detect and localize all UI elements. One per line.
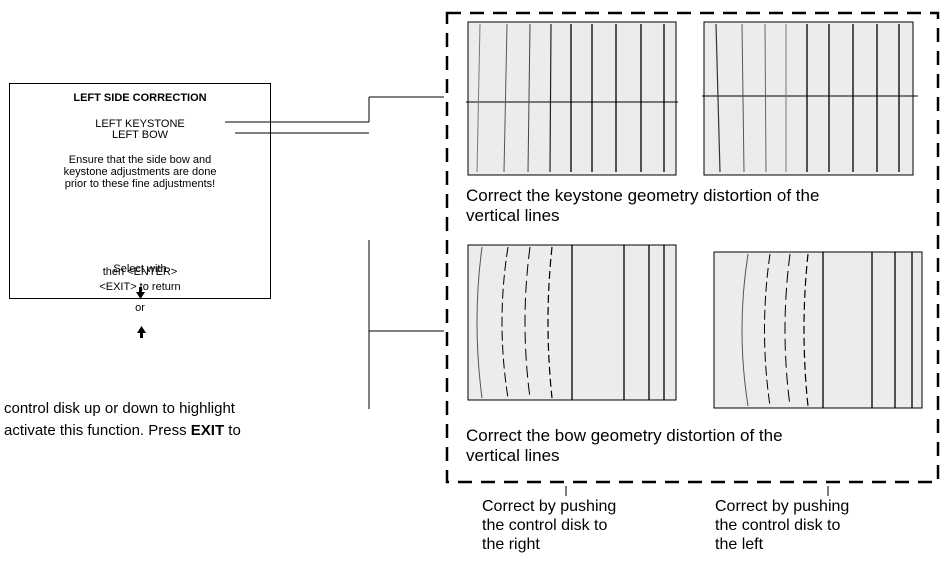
keystone-caption: Correct the keystone geometry distortion… <box>466 186 820 225</box>
menu-enter-line: then <ENTER> <box>102 266 178 278</box>
instruction-line-1: control disk up or down to highlight <box>4 400 235 417</box>
keystone-panel-2 <box>702 21 918 176</box>
instruction-text: control disk up or down to highlight act… <box>4 398 241 442</box>
bow-panel-1 <box>467 244 677 401</box>
select-or: or <box>135 302 145 314</box>
select-prefix: Select with <box>113 263 167 275</box>
down-arrow-icon <box>135 275 145 302</box>
instruction-line-2: activate this function. Press EXIT to <box>4 420 241 442</box>
menu-box: LEFT SIDE CORRECTION LEFT KEYSTONE LEFT … <box>9 83 271 338</box>
menu-exit-line: <EXIT> to return <box>99 281 181 293</box>
menu-item-left-keystone[interactable]: LEFT KEYSTONE <box>95 118 185 130</box>
menu-warning: Ensure that the side bow and keystone ad… <box>63 154 217 190</box>
note-push-left: Correct by pushing the control disk to t… <box>715 498 850 553</box>
menu-item-left-bow[interactable]: LEFT BOW <box>111 129 169 141</box>
bow-panel-2 <box>713 251 923 409</box>
note-push-right: Correct by pushing the control disk to t… <box>482 498 617 553</box>
bow-caption: Correct the bow geometry distortion of t… <box>466 426 783 465</box>
dashed-frame <box>445 11 940 484</box>
keystone-panel-1 <box>466 21 678 176</box>
exit-key-label: EXIT <box>190 422 225 439</box>
menu-select-line: Select with or <box>10 251 270 341</box>
menu-title: LEFT SIDE CORRECTION <box>73 92 207 104</box>
up-arrow-icon <box>136 314 146 341</box>
instruction-line-2-text: activate this function. Press <box>4 422 191 439</box>
instruction-line-2-end: to <box>224 422 241 439</box>
